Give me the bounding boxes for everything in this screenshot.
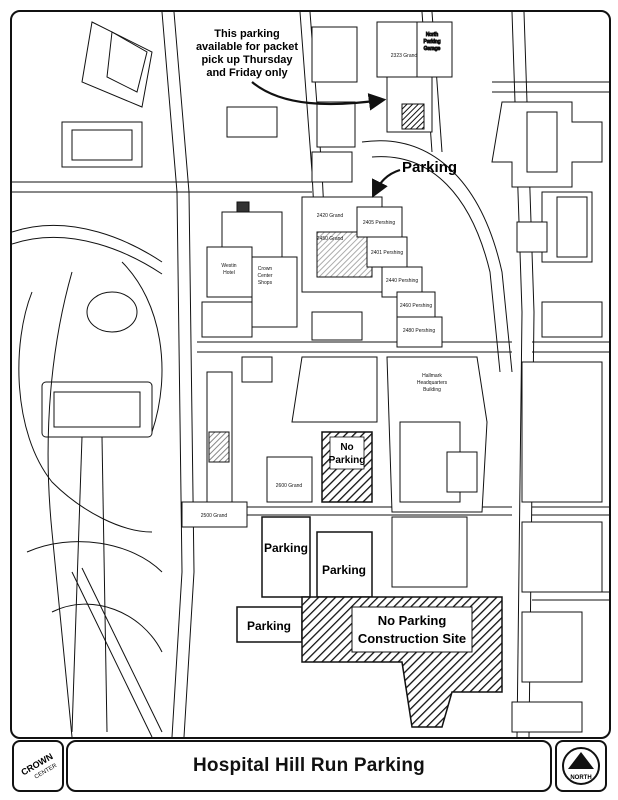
northwest-buildings [61, 21, 278, 168]
svg-text:NORTH: NORTH [570, 775, 591, 781]
svg-text:Parking: Parking [329, 455, 366, 466]
east-buildings [491, 101, 603, 733]
svg-text:Crown: Crown [258, 266, 273, 272]
svg-text:2460 Pershing: 2460 Pershing [400, 303, 432, 309]
liberty-memorial-grounds [18, 261, 163, 733]
svg-text:Building: Building [423, 387, 441, 393]
svg-text:Garage: Garage [424, 46, 441, 52]
map-title: Hospital Hill Run Parking [193, 755, 425, 776]
crown-logo-icon: CROWN CENTER [19, 751, 58, 780]
svg-text:Hallmark: Hallmark [422, 373, 442, 379]
svg-text:2323 Grand: 2323 Grand [391, 53, 418, 59]
svg-text:2440 Pershing: 2440 Pershing [386, 278, 418, 284]
svg-text:Hotel: Hotel [223, 270, 235, 276]
svg-text:Parking: Parking [247, 619, 291, 633]
map-frame: North Parking Garage [10, 10, 611, 739]
packet-pickup-note: This parking available for packet pick u… [196, 28, 387, 111]
svg-text:2405 Pershing: 2405 Pershing [363, 220, 395, 226]
campus-map: North Parking Garage [12, 12, 609, 737]
svg-text:and Friday only: and Friday only [206, 67, 288, 79]
svg-text:Center: Center [257, 273, 272, 279]
parking-lot-center-left [261, 516, 311, 598]
north-garage-block: North Parking Garage [311, 21, 453, 183]
svg-text:2450 Grand: 2450 Grand [317, 236, 344, 242]
crown-center-complex [201, 196, 443, 383]
svg-text:Parking: Parking [424, 39, 441, 45]
parking-lots: No Parking Parking Parking Parking [236, 431, 373, 643]
parking-arrow [372, 168, 401, 198]
svg-text:Headquarters: Headquarters [417, 380, 448, 386]
north-indicator: NORTH [555, 740, 607, 792]
svg-text:Parking: Parking [402, 159, 457, 176]
pickup-arrow [251, 81, 387, 111]
svg-text:Parking: Parking [264, 541, 308, 555]
svg-text:No Parking: No Parking [378, 613, 447, 628]
north-arrow-icon: NORTH [562, 747, 600, 785]
svg-text:2600 Grand: 2600 Grand [276, 483, 303, 489]
construction-site: No Parking Construction Site [301, 596, 503, 728]
svg-text:Shops: Shops [258, 280, 273, 286]
crown-center-logo: CROWN CENTER [12, 740, 64, 792]
svg-text:No: No [340, 442, 353, 453]
svg-text:2401 Pershing: 2401 Pershing [371, 250, 403, 256]
north-parking-garage-label: North [426, 32, 438, 38]
svg-text:2500 Grand: 2500 Grand [201, 513, 228, 519]
building-labels: Crown Center Shops Westin Hotel Hallmark… [201, 53, 448, 519]
map-title-banner: Hospital Hill Run Parking [66, 740, 552, 792]
svg-text:2420 Grand: 2420 Grand [317, 213, 344, 219]
svg-text:2480 Pershing: 2480 Pershing [403, 328, 435, 334]
svg-text:Construction Site: Construction Site [358, 631, 466, 646]
svg-text:Parking: Parking [322, 563, 366, 577]
svg-text:This parking: This parking [214, 28, 279, 40]
svg-text:Westin: Westin [221, 263, 236, 269]
svg-text:pick up Thursday: pick up Thursday [201, 54, 293, 66]
central-south-buildings [181, 356, 488, 588]
svg-text:available for packet: available for packet [196, 41, 298, 53]
parking-arrow-callout: Parking [372, 159, 457, 198]
